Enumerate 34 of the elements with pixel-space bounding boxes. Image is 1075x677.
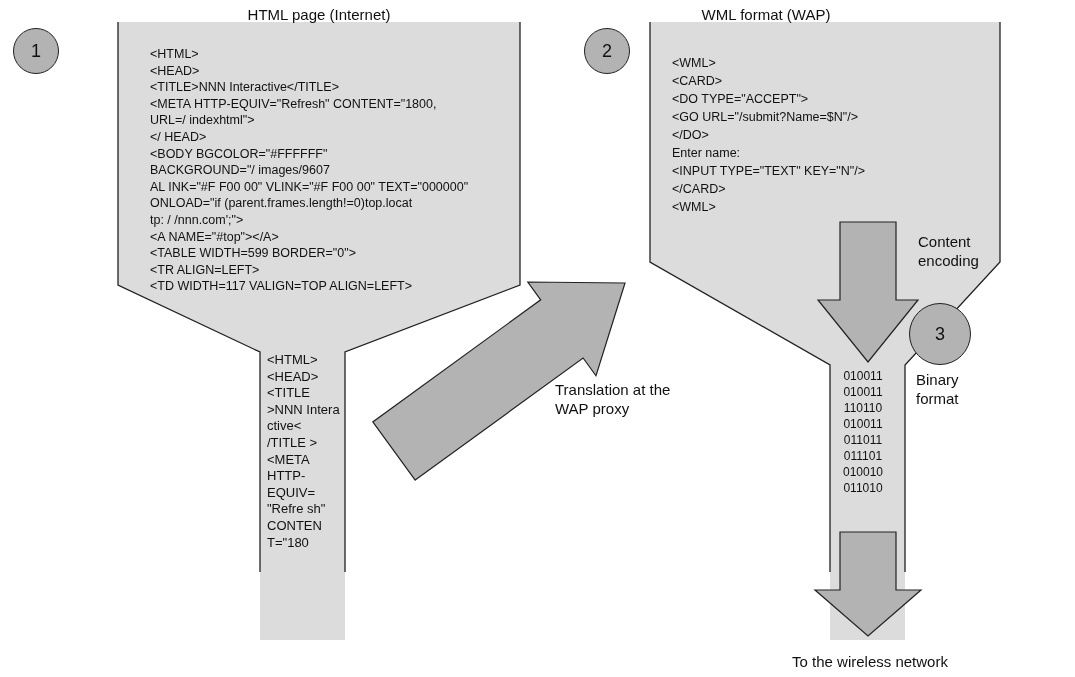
html-code-line: <META HTTP-EQUIV="Refresh" CONTENT="1800, [150, 95, 437, 113]
annotation-label: Content encoding [918, 232, 980, 270]
funnel-title: WML format (WAP) [700, 5, 832, 25]
html-code-line: <HEAD> [150, 62, 200, 80]
wml-code-line: <DO TYPE="ACCEPT"> [672, 91, 809, 108]
wml-code-line: <WML> [672, 199, 716, 216]
html-code-line: <HTML> [150, 46, 199, 63]
html-code-line: URL=/ indexhtml"> [150, 112, 255, 129]
edge-label: Translation at the WAP proxy [555, 380, 672, 418]
html-code-line: </ HEAD> [150, 128, 207, 146]
html-code-line: ONLOAD="if (parent.frames.length!=0)top.locat [150, 195, 413, 212]
wml-code-line: Enter name: [672, 145, 741, 162]
block-arrow [371, 281, 626, 481]
wml-code-line: </DO> [672, 127, 709, 144]
annotation-label: Binary format [916, 370, 960, 408]
html-code-line: tp: / /nnn.com';"> [150, 211, 244, 229]
block-arrow [813, 531, 923, 637]
stem-code: <HTML> <HEAD> <TITLE >NNN Intera ctive< /TITLE > <META HTTP- EQUIV= "Refre sh" CONTEN T="180 [267, 352, 341, 552]
wml-code-line: <CARD> [672, 73, 723, 90]
funnel-title: HTML page (Internet) [246, 5, 392, 25]
wml-code-line: <INPUT TYPE="TEXT" KEY="N"/> [672, 163, 866, 180]
wml-code-line: </CARD> [672, 181, 726, 198]
html-code-line: <TD WIDTH=117 VALIGN=TOP ALIGN=LEFT> [150, 278, 413, 295]
edge-label: To the wireless network [791, 652, 949, 671]
html-code-line: <A NAME="#top"></A> [150, 228, 279, 246]
wml-code-line: <WML> [672, 55, 716, 72]
binary-code: 010011 010011 110110 010011 011011 011101 010010 011010 [841, 368, 884, 496]
html-code-line: AL INK="#F F00 00" VLINK="#F F00 00" TEXT="000000" [150, 178, 469, 196]
html-code-line: <TABLE WIDTH=599 BORDER="0"> [150, 245, 356, 262]
html-code-line: <TR ALIGN=LEFT> [150, 261, 260, 279]
html-code-line: <BODY BGCOLOR="#FFFFFF" [150, 145, 328, 163]
html-code-line: BACKGROUND="/ images/9607 [150, 162, 330, 179]
html-code-line: <TITLE>NNN Interactive</TITLE> [150, 79, 339, 96]
wml-code-line: <GO URL="/submit?Name=$N"/> [672, 109, 859, 126]
